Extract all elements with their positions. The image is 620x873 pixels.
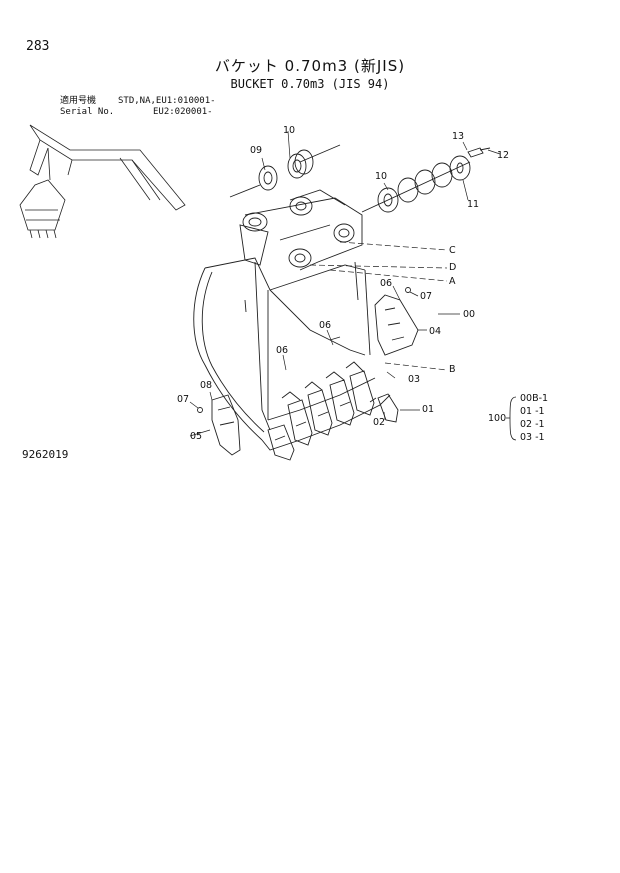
document-number: 9262019 bbox=[22, 448, 69, 461]
serial-label-en: Serial No. bbox=[60, 107, 115, 117]
callout-04: 04 bbox=[429, 326, 442, 337]
serial-line-2: EU2:020001- bbox=[153, 107, 213, 117]
callout-12: 12 bbox=[497, 150, 510, 161]
page-number: 283 bbox=[26, 39, 50, 54]
serial-label-jp: 適用号機 bbox=[60, 96, 97, 106]
right-pin-washers bbox=[361, 147, 491, 213]
callout-08: 08 bbox=[200, 380, 213, 391]
callout-D: D bbox=[449, 262, 457, 273]
bucket-teeth bbox=[267, 361, 375, 461]
reference-lines bbox=[189, 130, 501, 437]
side-cutter-left bbox=[197, 394, 241, 456]
callout-06-center: 06 bbox=[319, 320, 332, 331]
assembly-parent-number: 100 bbox=[488, 413, 507, 424]
side-cutter-right bbox=[374, 287, 419, 356]
callout-B: B bbox=[449, 364, 456, 375]
callout-07-right: 07 bbox=[420, 291, 433, 302]
assembly-item-4: 03 -1 bbox=[520, 432, 545, 443]
bucket-body bbox=[193, 189, 391, 451]
callout-05: 05 bbox=[190, 431, 203, 442]
assembly-item-1: 00B-1 bbox=[520, 393, 549, 404]
title-english: BUCKET 0.70m3 (JIS 94) bbox=[230, 77, 390, 91]
callout-10-right: 10 bbox=[375, 171, 388, 182]
callout-13: 13 bbox=[452, 131, 465, 142]
callout-09: 09 bbox=[250, 145, 263, 156]
callout-A: A bbox=[449, 276, 456, 287]
callout-06-left: 06 bbox=[276, 345, 289, 356]
callout-11: 11 bbox=[467, 199, 480, 210]
title-japanese: バケット 0.70m3 (新JIS) bbox=[214, 57, 406, 75]
callout-01: 01 bbox=[422, 404, 435, 415]
upper-pin-washers bbox=[229, 144, 341, 198]
assembly-item-2: 01 -1 bbox=[520, 406, 545, 417]
callout-00: 00 bbox=[463, 309, 476, 320]
callout-02: 02 bbox=[373, 417, 386, 428]
callout-03: 03 bbox=[408, 374, 421, 385]
serial-line-1: STD,NA,EU1:010001- bbox=[118, 96, 216, 106]
callout-C: C bbox=[449, 245, 456, 256]
callout-06-right: 06 bbox=[380, 278, 393, 289]
callout-07-left: 07 bbox=[177, 394, 190, 405]
assembly-bracket bbox=[506, 396, 517, 441]
callout-10-upper: 10 bbox=[283, 125, 296, 136]
assembly-item-3: 02 -1 bbox=[520, 419, 545, 430]
excavator-thumbnail bbox=[19, 124, 186, 239]
